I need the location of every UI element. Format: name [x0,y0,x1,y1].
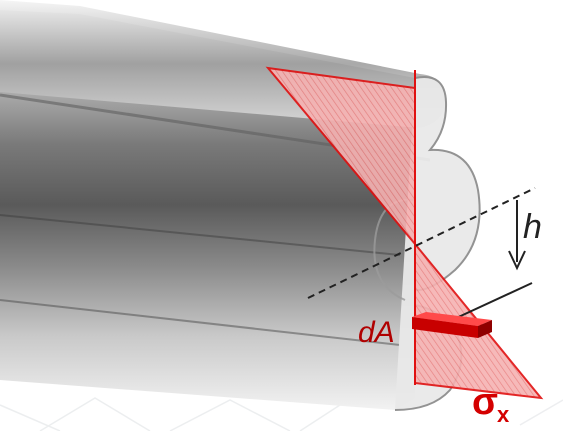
neutral-axis [307,187,536,299]
label-sigma-subscript: x [497,402,510,427]
stress-label: σ x [472,381,510,427]
floor-reflection [0,397,563,431]
distance-h-indicator: h [451,200,542,321]
beam-groove-3 [0,299,401,346]
beam-groove-2 [0,214,401,256]
label-h: h [523,208,542,246]
area-element-front [412,317,478,338]
h-arrow-head [508,250,526,271]
area-element: dA [358,312,492,349]
label-sigma: σ [472,381,498,423]
area-element-side [478,320,492,338]
area-element-top [412,312,492,326]
h-reference-line [451,282,533,321]
label-dA: dA [358,316,395,349]
